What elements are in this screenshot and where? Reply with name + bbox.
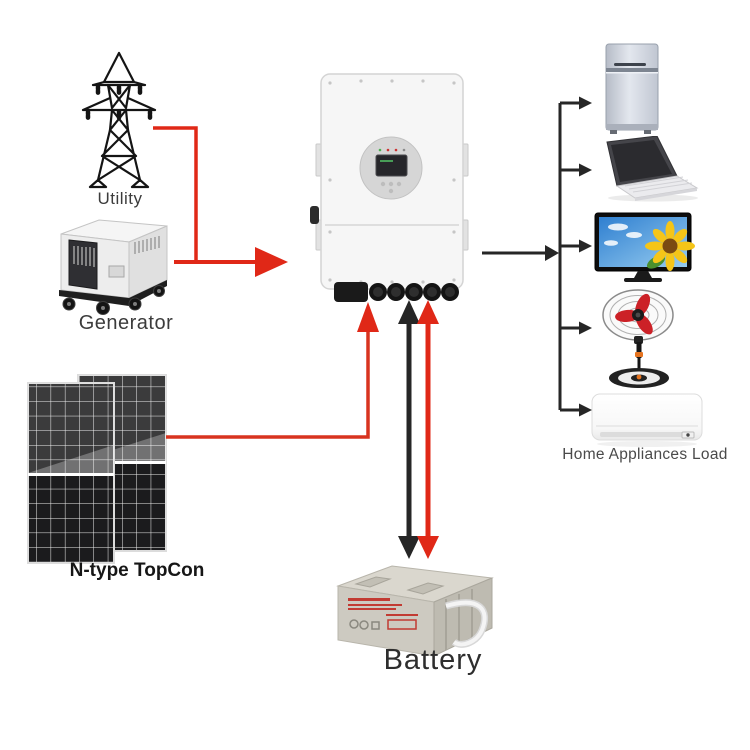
inverter-buttons (380, 181, 402, 194)
solar-to-inverter-arrow (166, 302, 379, 439)
tower-trunk-mid (108, 108, 130, 132)
stand-fan-icon (602, 289, 674, 388)
fan-pole-lower (637, 357, 641, 375)
arrowhead-right-icon (579, 403, 592, 417)
fridge-foot (644, 130, 651, 134)
arrowhead-right-icon (579, 163, 592, 177)
refrigerator-icon (605, 43, 659, 134)
solar-panel-front (27, 382, 115, 564)
generator-wheels (62, 285, 165, 315)
fan-pole (636, 342, 642, 358)
air-conditioner-icon (591, 393, 703, 447)
arrowhead-right-icon (255, 247, 288, 277)
generator-side-vents (134, 236, 160, 254)
battery-top-recess (406, 582, 445, 595)
utility-label: Utility (97, 189, 143, 208)
battery-top-recess (354, 576, 392, 588)
battery-handle-inner (445, 600, 487, 647)
home-appliances-load-label: Home Appliances Load (562, 446, 728, 463)
inverter-battery-black-arrow (398, 300, 420, 559)
generator-label: Generator (78, 312, 174, 334)
television-icon (594, 212, 695, 282)
tower-apex (102, 51, 136, 84)
battery-cert-marks (349, 619, 380, 630)
inverter-lcd-text (380, 160, 393, 162)
tv-stand-base (624, 278, 662, 282)
generator-door-vents (73, 246, 95, 267)
arrowhead-right-icon (579, 321, 592, 335)
ac-vent (600, 432, 692, 437)
tower-trunk-upper (106, 83, 132, 110)
arrowhead-right-icon (579, 239, 592, 253)
arrowhead-up-icon (417, 300, 439, 324)
inverter-indicator-leds (378, 148, 406, 152)
generator-control-panel (108, 265, 125, 278)
generator-to-inverter-arrow (174, 247, 288, 277)
arrowhead-up-icon (357, 302, 379, 332)
transmission-tower-icon (81, 51, 157, 189)
tower-legs (96, 128, 142, 182)
generator-base-frame (59, 280, 167, 306)
load-branch-arrowheads (579, 96, 592, 417)
ac-body (591, 393, 703, 441)
battery-label-text (348, 598, 418, 630)
arrowhead-down-icon (398, 536, 420, 559)
inverter-to-load-arrow (482, 245, 559, 261)
fan-base-dot (636, 374, 642, 380)
battery-side-face (433, 577, 493, 657)
fan-collar (635, 352, 643, 357)
fridge-base-vent (606, 124, 658, 130)
fridge-divider (606, 68, 658, 72)
laptop-screen (611, 140, 672, 182)
ac-shadow (597, 441, 697, 447)
inverter-side-knob (310, 206, 319, 224)
load-distribution-bus (558, 101, 580, 412)
tv-clouds (604, 223, 642, 246)
laptop-icon (606, 136, 699, 202)
tower-feet (88, 178, 150, 189)
solar-panels-icon (27, 374, 167, 564)
inverter-screws (328, 79, 456, 284)
battery-icon (336, 565, 494, 657)
tv-sunflower (645, 221, 695, 271)
inverter-cable-glands (334, 282, 459, 302)
tv-stand-neck (634, 271, 652, 278)
hybrid-inverter-icon (310, 73, 469, 302)
inverter-battery-red-arrow (417, 300, 439, 559)
laptop-front-lip (635, 188, 697, 201)
fridge-divider-highlight (606, 72, 658, 74)
utility-to-inverter-line (153, 126, 198, 262)
laptop-key-rows (624, 176, 693, 193)
arrowhead-right-icon (579, 96, 592, 110)
solar-panel-label: N-type TopCon (69, 560, 205, 581)
arrowhead-right-icon (545, 245, 559, 261)
arrowhead-up-icon (398, 300, 420, 324)
generator-icon (59, 219, 168, 315)
battery-label: Battery (383, 644, 483, 676)
ac-indicator-dot (686, 433, 690, 437)
arrowhead-down-icon (417, 536, 439, 559)
fridge-foot (610, 130, 617, 134)
fan-hub-center (635, 312, 641, 318)
fridge-handle (614, 63, 646, 66)
